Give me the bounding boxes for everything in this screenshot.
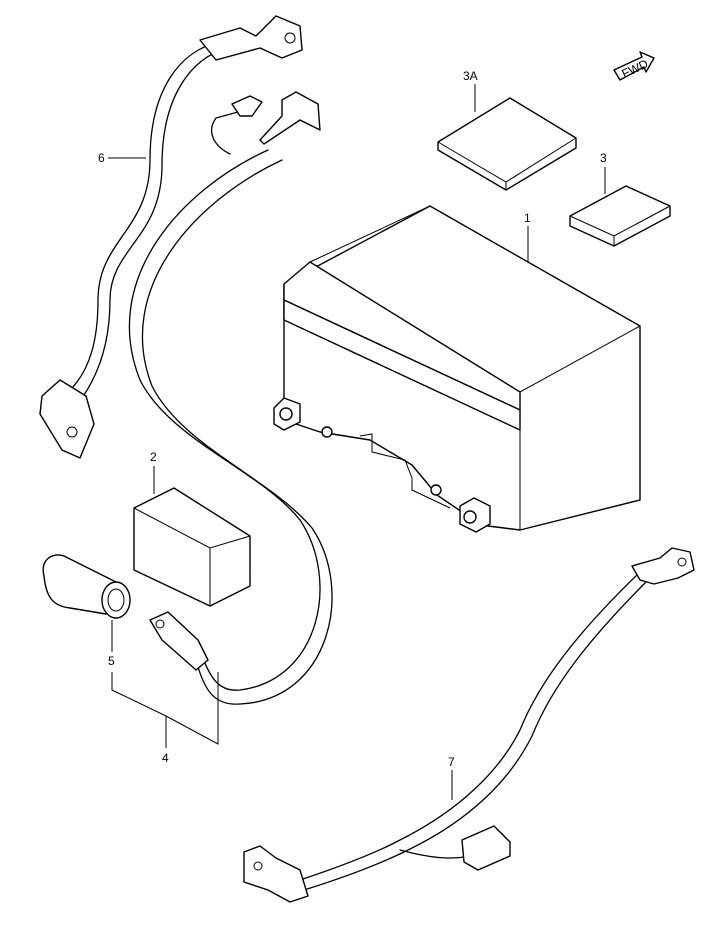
positive-lead-wire [39,15,303,459]
label-3a: 3A [463,69,478,83]
label-2: 2 [150,450,157,464]
main-cable [128,91,333,705]
negative-lead-wire [243,547,695,903]
label-1: 1 [524,211,531,225]
pad-3 [569,185,671,247]
spacer-block [133,487,251,607]
pad-3a [437,97,577,191]
label-6: 6 [98,151,105,165]
fwd-badge-text: FWD [620,57,651,81]
battery [273,205,641,533]
label-3: 3 [600,151,607,165]
label-7: 7 [448,755,455,769]
label-4: 4 [162,751,169,765]
label-5: 5 [108,654,115,668]
terminal-cover [42,554,131,619]
fwd-arrow-icon: FWD [613,51,655,81]
